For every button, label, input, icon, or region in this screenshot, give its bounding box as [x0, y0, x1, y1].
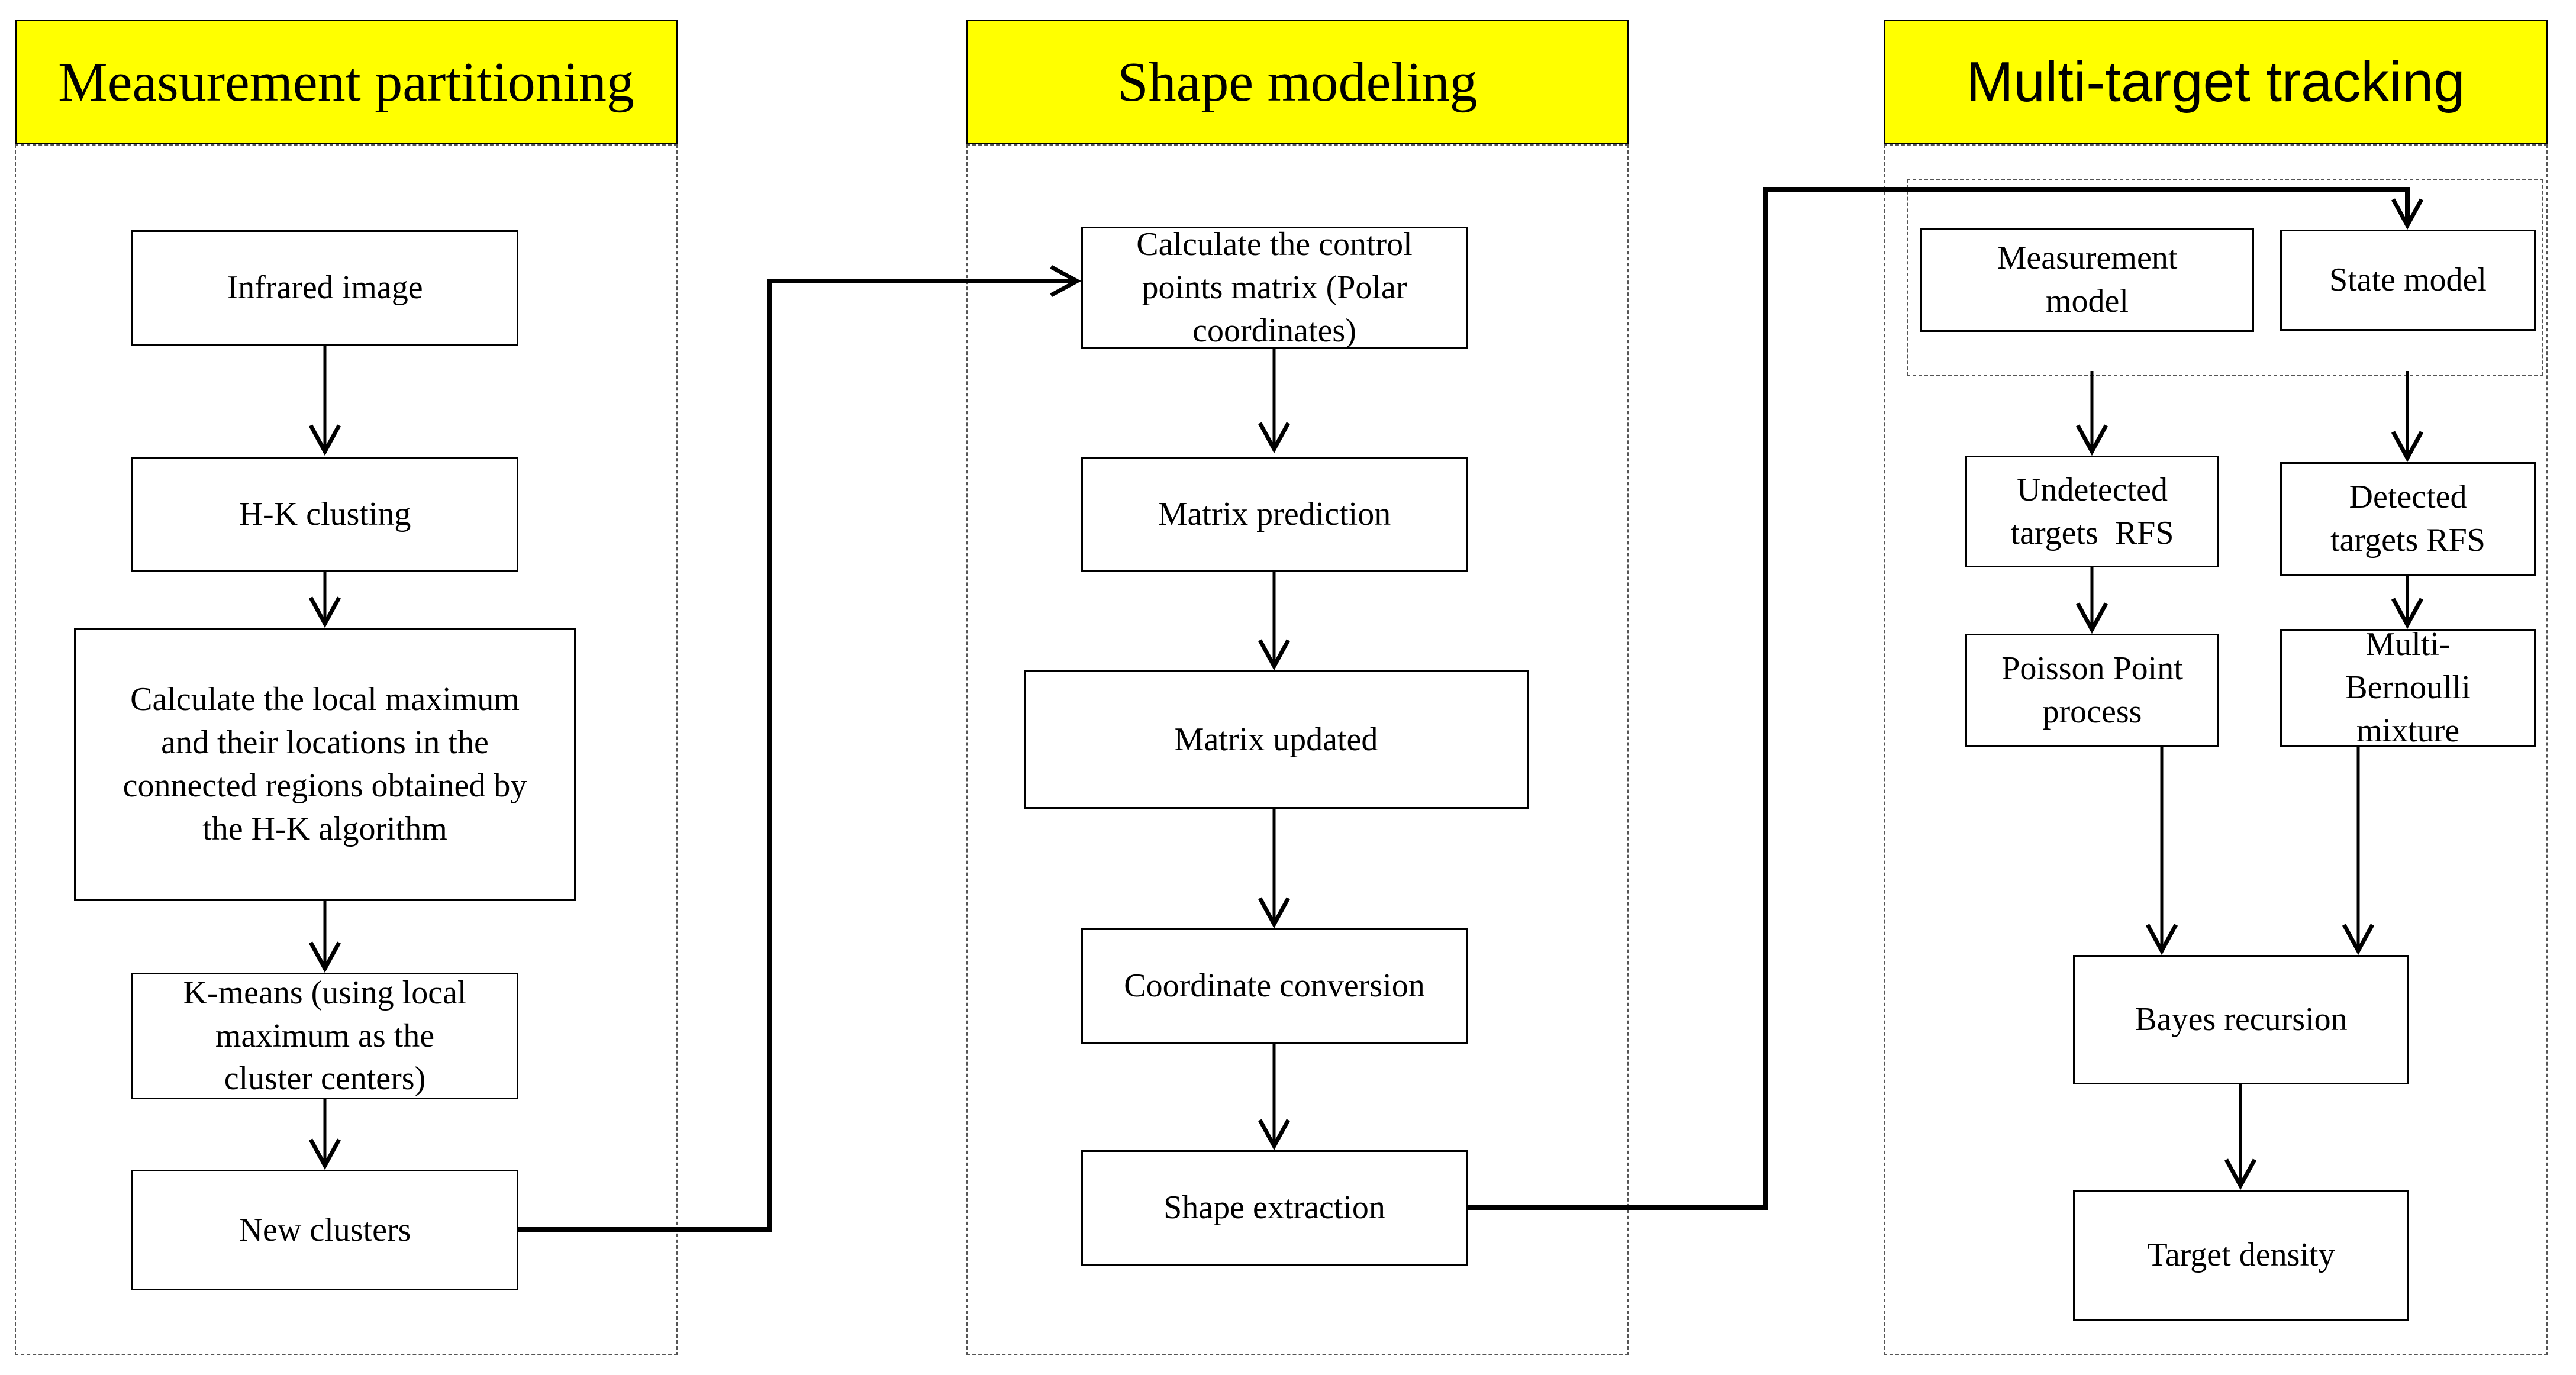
box-infrared-image-label: Infrared image [227, 269, 423, 306]
box-new-clusters-label: New clusters [238, 1211, 411, 1248]
box-poisson-point-process: Poisson Point process [1965, 634, 2219, 747]
box-calc-control-points: Calculate the control points matrix (Pol… [1081, 226, 1468, 349]
header-shape-modeling-label: Shape modeling [1117, 51, 1478, 113]
box-target-density-label: Target density [2147, 1237, 2335, 1274]
box-calc-control-points-label: Calculate the control points matrix (Pol… [1136, 226, 1413, 349]
box-detected-targets-rfs: Detected targets RFS [2280, 462, 2536, 576]
box-bayes-recursion-label: Bayes recursion [2135, 1001, 2348, 1038]
header-shape-modeling: Shape modeling [966, 20, 1629, 144]
box-coordinate-conversion: Coordinate conversion [1081, 928, 1468, 1044]
box-target-density: Target density [2073, 1190, 2409, 1321]
box-multi-bernoulli-mixture: Multi- Bernoulli mixture [2280, 626, 2536, 749]
box-new-clusters: New clusters [131, 1170, 518, 1290]
box-undetected-targets-rfs-label: Undetected targets RFS [2010, 471, 2174, 551]
box-detected-targets-rfs-label: Detected targets RFS [2330, 479, 2485, 559]
box-state-model-label: State model [2329, 262, 2487, 299]
box-state-model: State model [2280, 230, 2536, 331]
header-measurement-partitioning-label: Measurement partitioning [58, 51, 634, 113]
box-matrix-updated-label: Matrix updated [1174, 721, 1378, 758]
box-shape-extraction-label: Shape extraction [1163, 1189, 1385, 1226]
header-multi-target-tracking-label: Multi-target tracking [1966, 50, 2465, 114]
box-coordinate-conversion-label: Coordinate conversion [1124, 967, 1425, 1005]
box-matrix-prediction-label: Matrix prediction [1158, 496, 1391, 533]
box-bayes-recursion: Bayes recursion [2073, 955, 2409, 1084]
box-hk-clusting: H-K clusting [131, 457, 518, 572]
box-calc-local-maximum: Calculate the local maximum and their lo… [74, 628, 576, 901]
header-measurement-partitioning: Measurement partitioning [15, 20, 678, 144]
box-matrix-updated: Matrix updated [1024, 670, 1529, 809]
box-hk-clusting-label: H-K clusting [238, 496, 411, 533]
box-measurement-model-label: Measurement model [1997, 240, 2178, 319]
box-measurement-model: Measurement model [1920, 228, 2254, 332]
box-calc-local-maximum-label: Calculate the local maximum and their lo… [122, 681, 527, 847]
box-poisson-point-process-label: Poisson Point process [2001, 650, 2183, 730]
box-matrix-prediction: Matrix prediction [1081, 457, 1468, 572]
box-multi-bernoulli-mixture-label: Multi- Bernoulli mixture [2345, 626, 2471, 749]
box-kmeans-label: K-means (using local maximum as the clus… [183, 974, 467, 1098]
box-kmeans: K-means (using local maximum as the clus… [131, 973, 518, 1099]
box-infrared-image: Infrared image [131, 230, 518, 346]
header-multi-target-tracking: Multi-target tracking [1884, 20, 2548, 144]
box-shape-extraction: Shape extraction [1081, 1150, 1468, 1266]
box-undetected-targets-rfs: Undetected targets RFS [1965, 456, 2219, 567]
